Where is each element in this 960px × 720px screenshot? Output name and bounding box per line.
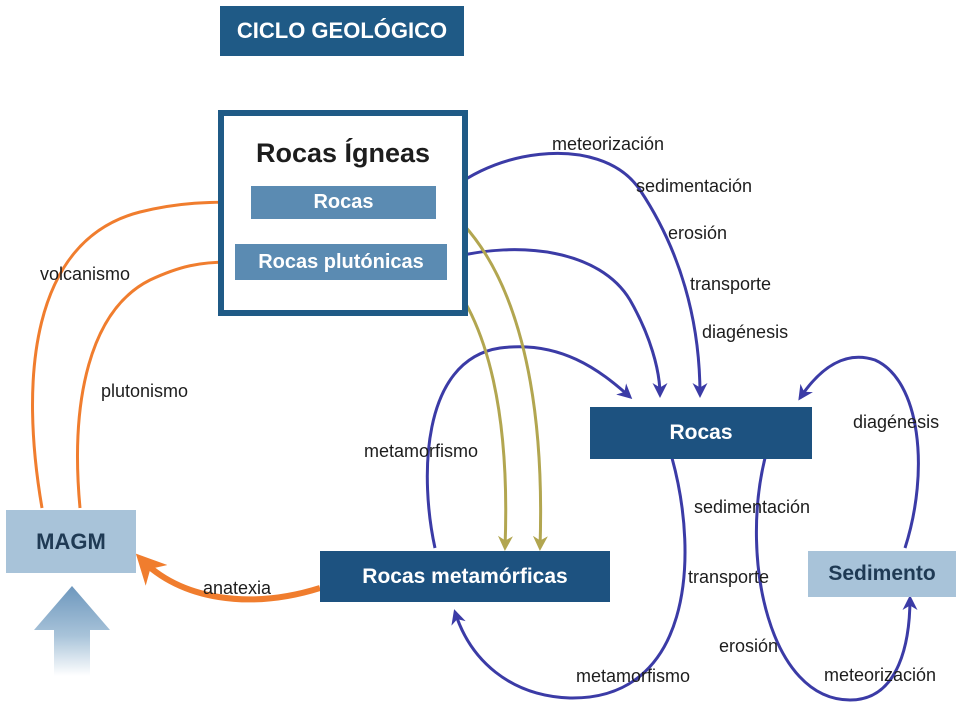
label-diagenesis-top: diagénesis — [702, 322, 789, 342]
arrow-anatexia — [135, 553, 321, 603]
node-sedimento: Sedimento — [808, 551, 956, 597]
node-rocas-volcanicas: Rocas — [251, 186, 436, 219]
label-volcanismo: volcanismo — [40, 264, 131, 284]
label-sedimentacion-top: sedimentación — [636, 176, 753, 196]
arrow-plutonicas-to-rocas — [449, 248, 668, 398]
arrow-rocas-to-metamorficas — [451, 457, 687, 700]
label-anatexia: anatexia — [203, 578, 272, 598]
label-transporte-mid: transporte — [688, 567, 770, 587]
diagram-title: CICLO GEOLÓGICO — [220, 6, 464, 56]
arrow-sedimento-to-rocas — [798, 355, 920, 549]
label-erosion-top: erosión — [668, 223, 728, 243]
igneous-rocks-heading: Rocas Ígneas — [255, 138, 431, 168]
node-rocas-metamorficas: Rocas metamórficas — [320, 551, 610, 602]
arrow-plutonismo — [76, 254, 233, 509]
label-metamorfismo-bottom: metamorfismo — [576, 666, 691, 686]
arrow-rocas-to-sedimento — [754, 457, 918, 702]
label-erosion-bottom: erosión — [719, 636, 779, 656]
node-magma: MAGM — [6, 510, 136, 573]
label-diagenesis-right: diagénesis — [853, 412, 940, 432]
label-metamorfismo-left: metamorfismo — [364, 441, 479, 461]
arrow-volcanicas-to-rocas — [434, 151, 708, 398]
label-sedimentacion-mid: sedimentación — [694, 497, 811, 517]
label-meteorizacion-top: meteorización — [552, 134, 665, 154]
label-meteorizacion-bottom: meteorización — [824, 665, 937, 685]
label-transporte-top: transporte — [690, 274, 772, 294]
node-rocas-sedimentarias: Rocas — [590, 407, 812, 459]
node-rocas-plutonicas: Rocas plutónicas — [235, 244, 447, 280]
label-plutonismo: plutonismo — [101, 381, 189, 401]
arrow-volcanismo — [31, 194, 249, 509]
magma-rise-arrow — [34, 586, 110, 676]
